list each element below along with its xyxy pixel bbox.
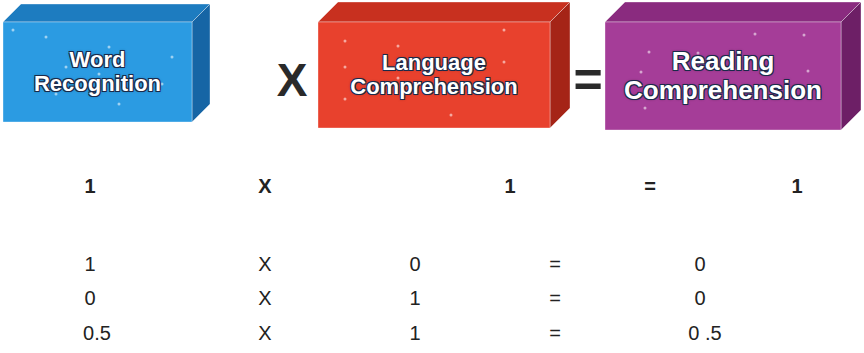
table-cell: 0 [84,288,95,308]
box-front-face [605,22,841,130]
sparkle-dot [12,29,15,32]
sparkle-dot [640,71,643,74]
sparkle-dot [803,34,806,37]
sparkle-dot [397,45,400,48]
table-cell: 1 [791,176,802,196]
sparkle-dot [807,70,810,73]
table-cell: = [549,254,561,274]
reading-comprehension-box: Reading Comprehension [605,2,861,130]
box-face: Word Recognition [3,22,192,122]
sparkle-dot [503,29,506,32]
box-top-face [318,2,570,22]
table-cell: 0 [694,288,705,308]
table-cell: 1 [84,254,95,274]
box-label: Reading Comprehension [623,47,823,104]
sparkle-dot [503,61,506,64]
box-face: Reading Comprehension [605,22,841,130]
table-cell: 0 .5 [688,323,721,343]
sparkle-dot [118,103,121,106]
box-side-face [841,2,861,130]
table-cell: 1 [84,176,95,196]
sparkle-dot [344,98,347,101]
sparkle-dot [648,51,651,54]
table-cell: = [549,323,561,343]
sparkle-dot [65,66,68,69]
table-cell: 0 [694,254,705,274]
table-cell: X [258,176,271,196]
table-cell: 1 [409,323,420,343]
sparkle-dot [344,40,347,43]
table-cell: = [549,288,561,308]
table-cell: 1 [504,176,515,196]
table-cell: 0 [409,254,420,274]
sparkle-dot [644,107,647,110]
operator-symbol: X [277,57,308,103]
sparkle-dot [171,56,174,59]
box-top-face [605,2,861,22]
operator-symbol: = [573,55,602,105]
sparkle-dot [450,114,453,117]
box-label: Language Comprehension [336,51,532,99]
table-cell: 0.5 [83,323,111,343]
table-cell: X [258,288,271,308]
box-side-face [192,4,210,122]
sparkle-dot [754,33,757,36]
box-top-face [3,4,210,22]
box-front-face [318,22,550,128]
table-cell: X [258,254,271,274]
box-front-face [3,22,192,122]
table-cell: X [258,323,271,343]
word-recognition-box: Word Recognition [3,4,210,122]
box-face: Language Comprehension [318,22,550,128]
table-cell: 1 [409,288,420,308]
sparkle-dot [344,66,347,69]
table-cell: = [644,176,656,196]
box-side-face [550,2,570,128]
sparkle-dot [45,36,48,39]
box-label: Word Recognition [21,48,174,96]
language-comprehension-box: Language Comprehension [318,2,570,128]
